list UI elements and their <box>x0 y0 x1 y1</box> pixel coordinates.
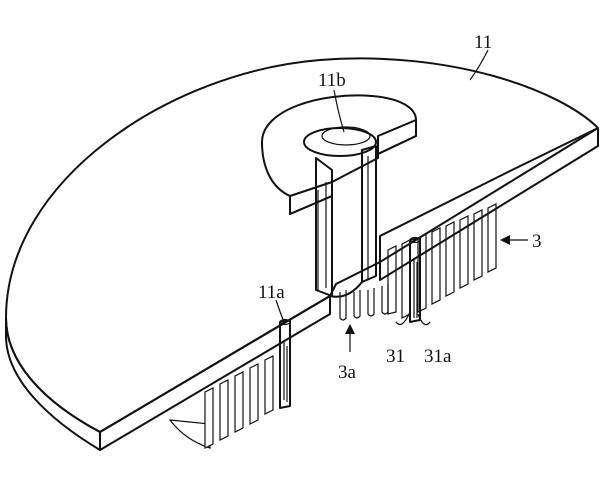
label-3: 3 <box>532 231 542 252</box>
label-11a: 11a <box>258 282 285 303</box>
central-bushing <box>261 94 417 298</box>
cut-section-left <box>99 295 331 451</box>
label-31: 31 <box>386 346 405 367</box>
leader-11a <box>275 299 285 323</box>
leader-lines <box>275 49 489 326</box>
arrow-3a <box>345 324 355 352</box>
fins-right <box>387 203 497 319</box>
plate-rim <box>5 317 101 451</box>
leader-11b <box>333 89 345 133</box>
fins-left <box>168 355 274 449</box>
label-31a: 31a <box>424 346 452 367</box>
leader-31 <box>395 311 411 325</box>
fins-center <box>339 284 389 321</box>
label-3a: 3a <box>338 362 357 383</box>
cut-section-right <box>379 127 599 281</box>
leader-11 <box>469 49 489 81</box>
leader-31a <box>417 313 431 326</box>
arrow-3 <box>500 235 528 245</box>
pin-left <box>279 318 291 409</box>
label-11: 11 <box>474 32 492 53</box>
plate-top-face <box>5 57 599 433</box>
label-11b: 11b <box>318 70 346 91</box>
pin-right <box>409 236 421 323</box>
